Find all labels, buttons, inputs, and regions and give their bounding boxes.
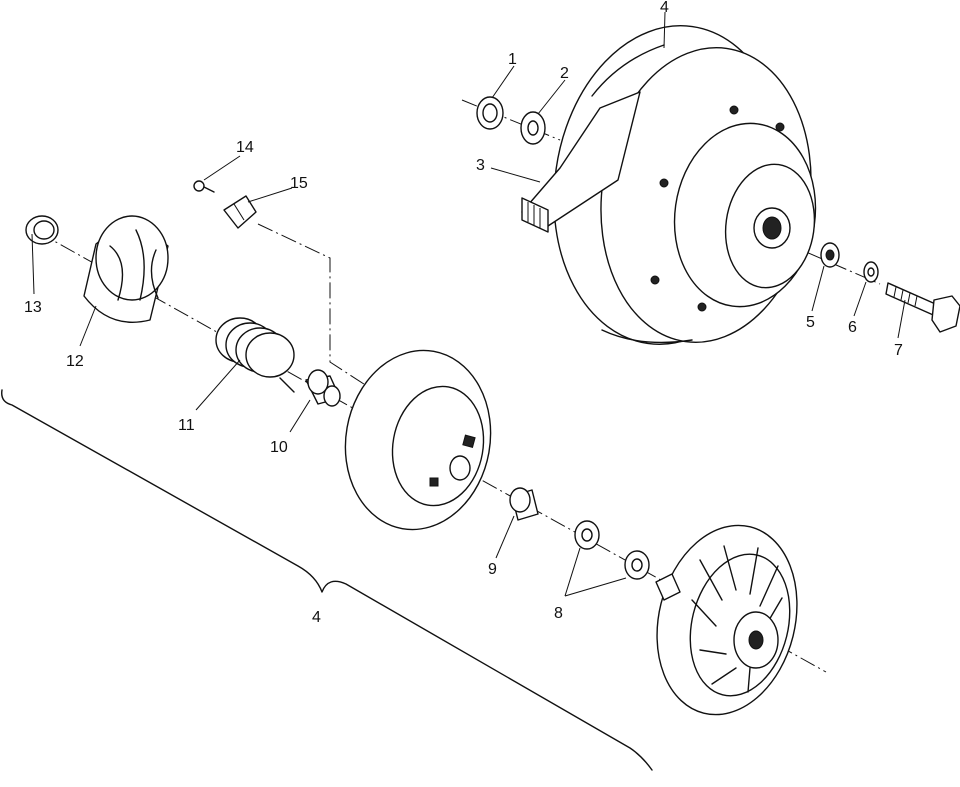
callout-12: 12 [66, 353, 84, 370]
callout-labels: 1 2 3 4 5 6 7 8 9 10 11 12 13 14 15 4 [24, 0, 903, 626]
callout-15: 15 [290, 175, 308, 192]
cam-12 [83, 215, 169, 323]
bushing-9 [509, 487, 539, 521]
roller-button-15 [223, 195, 257, 229]
callout-8: 8 [554, 605, 563, 622]
snap-ring-13 [25, 215, 59, 245]
callout-5: 5 [806, 314, 815, 331]
movable-sheave [344, 349, 492, 531]
callout-2: 2 [560, 65, 569, 82]
callout-13: 13 [24, 299, 42, 316]
spring-11 [215, 317, 295, 393]
callout-4-top: 4 [660, 0, 669, 16]
callout-14: 14 [236, 139, 254, 156]
bushing-10 [305, 369, 341, 407]
spider-assembly [655, 524, 798, 716]
drive-belt [521, 91, 641, 233]
callout-9: 9 [488, 561, 497, 578]
seal-ring [476, 96, 504, 130]
washer-5 [820, 242, 840, 268]
callout-4-bottom: 4 [312, 609, 321, 626]
callout-11: 11 [178, 417, 195, 434]
washer-2 [520, 111, 546, 145]
callout-3: 3 [476, 157, 485, 174]
callout-1: 1 [508, 51, 517, 68]
washers-8 [574, 520, 650, 580]
callout-10: 10 [270, 439, 288, 456]
leader-lines [31, 11, 906, 597]
callout-6: 6 [848, 319, 857, 336]
callout-7: 7 [894, 342, 903, 359]
screw-14 [193, 180, 215, 193]
bolt-7 [885, 282, 960, 333]
lock-washer-6 [863, 261, 879, 283]
assembly-bracket [1, 389, 653, 771]
